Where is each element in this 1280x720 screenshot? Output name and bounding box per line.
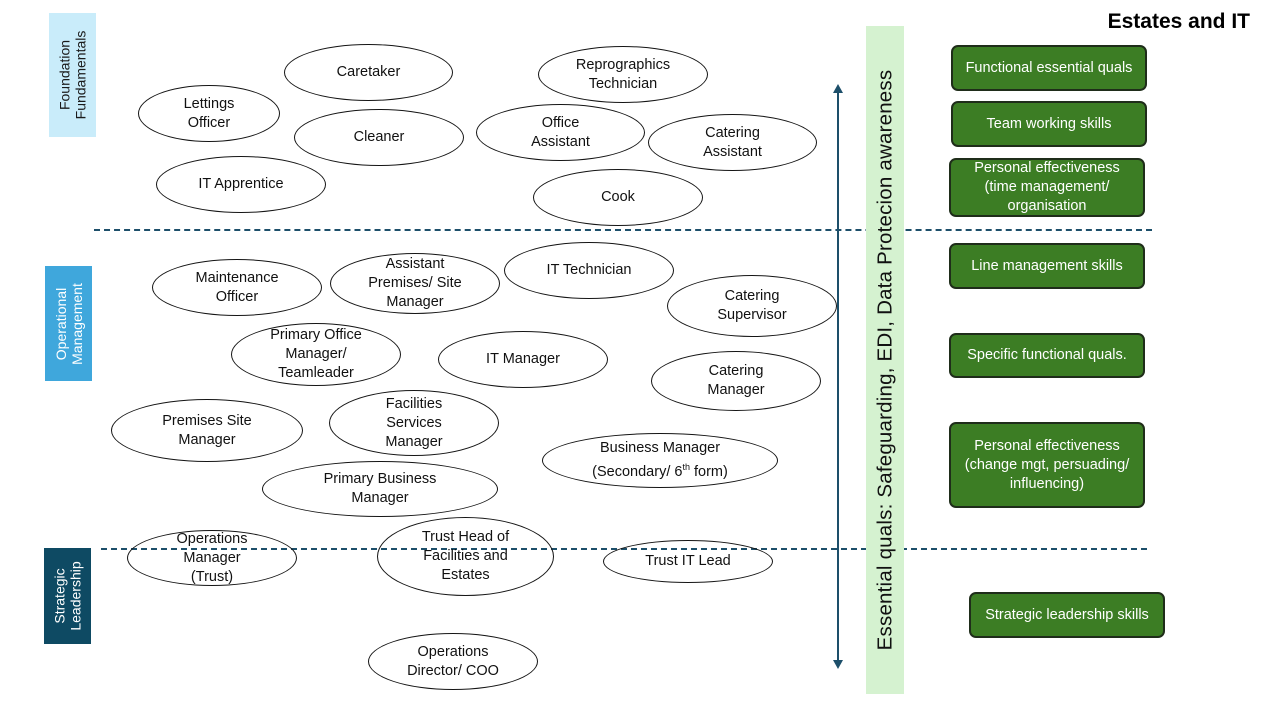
role-assistant-premises-site-manager: Assistant Premises/ Site Manager: [330, 253, 500, 314]
role-it-technician: IT Technician: [504, 242, 674, 299]
role-premises-site-manager: Premises Site Manager: [111, 399, 303, 462]
role-primary-business-manager: Primary Business Manager: [262, 461, 498, 517]
divider-foundation-operational: [94, 229, 1152, 231]
role-trust-head-facilities-estates: Trust Head of Facilities and Estates: [377, 517, 554, 596]
skill-strategic-leadership: Strategic leadership skills: [969, 592, 1165, 638]
skill-line-management: Line management skills: [949, 243, 1145, 289]
tier-operational-text: Operational Management: [52, 282, 85, 365]
role-cook: Cook: [533, 169, 703, 226]
role-catering-assistant: Catering Assistant: [648, 114, 817, 171]
role-operations-manager-trust: Operations Manager (Trust): [127, 530, 297, 586]
progression-arrow: [833, 84, 843, 669]
page-title: Estates and IT: [1107, 10, 1250, 33]
role-office-assistant: Office Assistant: [476, 104, 645, 161]
business-manager-title: Business Manager: [599, 440, 721, 457]
tier-strategic-label: Strategic Leadership: [44, 548, 91, 644]
essential-quals-text: Essential quals: Safeguarding, EDI, Data…: [873, 69, 896, 651]
role-primary-office-manager: Primary Office Manager/ Teamleader: [231, 323, 401, 386]
role-catering-supervisor: Catering Supervisor: [667, 275, 837, 337]
role-operations-director-coo: Operations Director/ COO: [368, 633, 538, 690]
skill-team-working: Team working skills: [951, 101, 1147, 147]
skill-personal-effectiveness-time: Personal effectiveness (time management/…: [949, 158, 1145, 217]
role-facilities-services-manager: Facilities Services Manager: [329, 390, 499, 456]
skill-specific-functional-quals: Specific functional quals.: [949, 333, 1145, 378]
business-manager-subtitle: (Secondary/ 6th form): [592, 462, 728, 480]
role-maintenance-officer: Maintenance Officer: [152, 259, 322, 316]
role-catering-manager: Catering Manager: [651, 351, 821, 411]
skill-personal-effectiveness-change: Personal effectiveness (change mgt, pers…: [949, 422, 1145, 508]
role-caretaker: Caretaker: [284, 44, 453, 101]
skill-functional-essential-quals: Functional essential quals: [951, 45, 1147, 91]
role-trust-it-lead: Trust IT Lead: [603, 540, 773, 583]
tier-foundation-label: Foundation Fundamentals: [49, 13, 96, 137]
role-reprographics-technician: Reprographics Technician: [538, 46, 708, 103]
role-business-manager-secondary: Business Manager (Secondary/ 6th form): [542, 433, 778, 488]
tier-foundation-text: Foundation Fundamentals: [56, 30, 89, 120]
role-lettings-officer: Lettings Officer: [138, 85, 280, 142]
role-it-manager: IT Manager: [438, 331, 608, 388]
role-cleaner: Cleaner: [294, 109, 464, 166]
essential-quals-band: Essential quals: Safeguarding, EDI, Data…: [866, 26, 904, 694]
tier-strategic-text: Strategic Leadership: [51, 561, 84, 631]
role-it-apprentice: IT Apprentice: [156, 156, 326, 213]
tier-operational-label: Operational Management: [45, 266, 92, 381]
